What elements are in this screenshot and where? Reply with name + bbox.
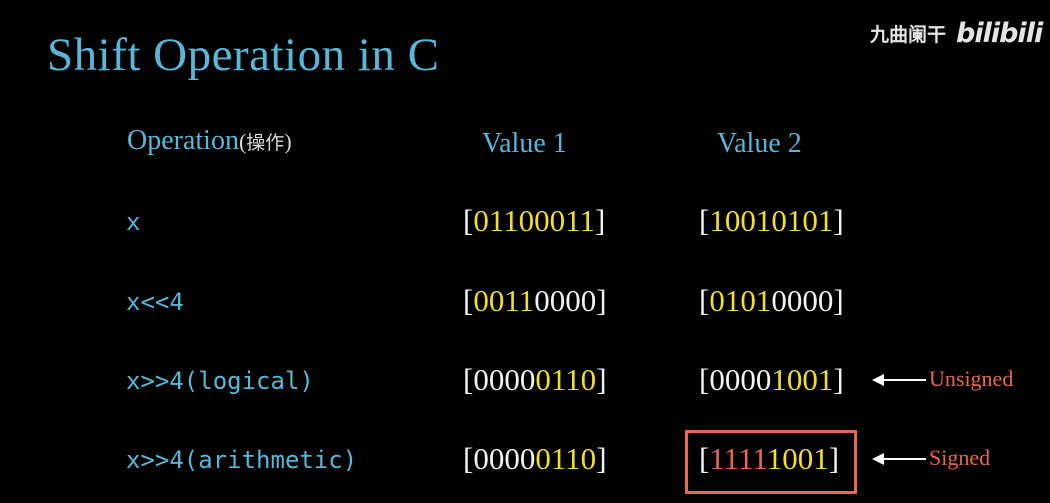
- bilibili-logo: bilibili: [956, 18, 1043, 49]
- watermark: 九曲阑干 bilibili: [870, 18, 1043, 49]
- bit-group: 0000: [473, 362, 536, 397]
- value2-cell: [11111001]: [699, 441, 840, 476]
- operation-label: x<<4: [126, 288, 184, 316]
- header-value1: Value 1: [482, 128, 567, 159]
- bit-group: 10010101: [709, 203, 834, 238]
- operation-label: x>>4(logical): [126, 367, 314, 395]
- bit-group: 0000: [534, 283, 597, 318]
- bit-group: 1111: [709, 441, 767, 476]
- operation-label: x: [126, 208, 141, 236]
- signed-highlight-box: [685, 430, 857, 494]
- value1-cell: [00000110]: [463, 362, 607, 397]
- value2-cell: [01010000]: [699, 283, 844, 318]
- unsigned-arrow-icon: [872, 368, 926, 392]
- header-operation-label: Operation: [127, 125, 239, 156]
- value1-cell: [00000110]: [463, 441, 607, 476]
- bit-group: 0110: [535, 362, 597, 397]
- value2-cell: [10010101]: [699, 203, 844, 238]
- bit-group: 0000: [771, 283, 834, 318]
- slide-title: Shift Operation in C: [47, 29, 440, 81]
- header-operation-cn: 操作: [246, 132, 285, 154]
- signed-note: Signed: [929, 445, 991, 470]
- bit-group: 0011: [473, 283, 535, 318]
- bit-group: 0000: [709, 362, 772, 397]
- value1-cell: [00110000]: [463, 283, 607, 318]
- bit-group: 0000: [473, 441, 536, 476]
- bit-group: 01100011: [473, 203, 596, 238]
- bit-group: 0110: [535, 441, 597, 476]
- bit-group: 0101: [709, 283, 772, 318]
- watermark-author: 九曲阑干: [870, 24, 947, 46]
- bit-group: 1001: [771, 362, 834, 397]
- header-value2: Value 2: [717, 128, 802, 159]
- value1-cell: [01100011]: [463, 203, 606, 238]
- header-operation: Operation(操作): [127, 125, 292, 156]
- value2-cell: [00001001]: [699, 362, 844, 397]
- unsigned-note: Unsigned: [929, 366, 1014, 391]
- bit-group: 1001: [766, 441, 829, 476]
- operation-label: x>>4(arithmetic): [126, 446, 358, 474]
- signed-arrow-icon: [872, 447, 926, 471]
